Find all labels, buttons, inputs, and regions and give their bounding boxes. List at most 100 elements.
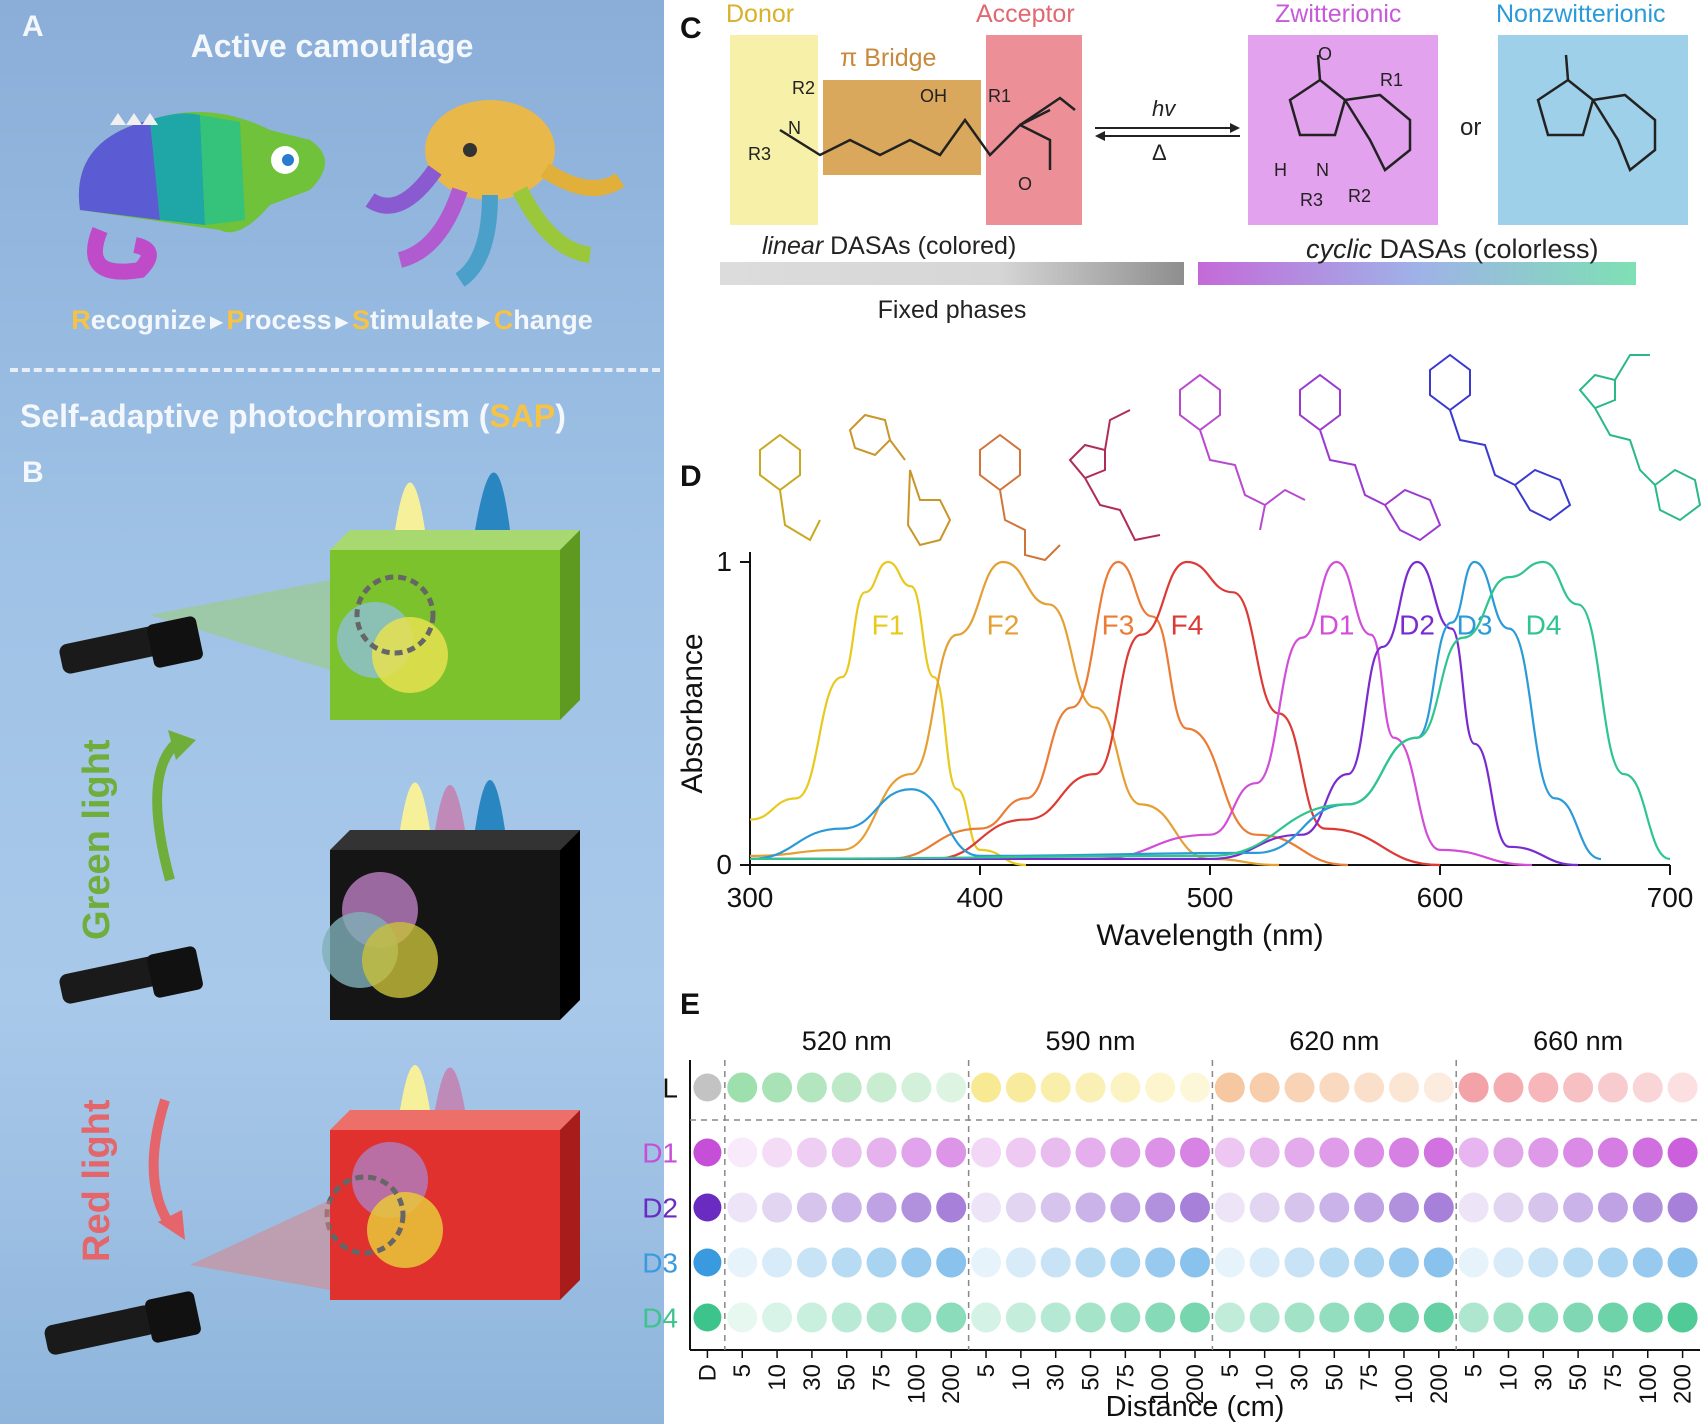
dot-cell	[1667, 1192, 1698, 1223]
x-tick-label: 30	[1530, 1364, 1557, 1391]
row-label-d1: D1	[642, 1138, 678, 1169]
dot-cell	[831, 1192, 862, 1223]
series-line-d2	[749, 560, 1579, 867]
dot-cell	[1423, 1192, 1454, 1223]
dot-cell	[1388, 1072, 1419, 1103]
dot-cell	[831, 1072, 862, 1103]
dot-cell	[796, 1072, 827, 1103]
x-axis-label: Distance (cm)	[1106, 1391, 1285, 1423]
atom-h: H	[1274, 160, 1287, 180]
dot-cell	[796, 1192, 827, 1223]
octopus-icon	[365, 100, 625, 287]
dot-cell	[971, 1302, 1002, 1333]
dot-cell	[1005, 1302, 1036, 1333]
dot-cell	[1354, 1192, 1385, 1223]
series-label-d4: D4	[1526, 610, 1562, 641]
dot-cell	[1354, 1302, 1385, 1333]
atom-r3: R3	[748, 144, 772, 164]
hv-label: hv	[1152, 96, 1176, 121]
dot-reference	[693, 1138, 722, 1167]
dot-cell	[1319, 1192, 1350, 1223]
x-tick-label: 200	[1670, 1364, 1697, 1404]
dot-reference	[693, 1073, 722, 1102]
dot-cell	[866, 1192, 897, 1223]
dot-cell	[1597, 1137, 1628, 1168]
step-recognize: Recognize	[71, 305, 207, 335]
dot-cell	[971, 1137, 1002, 1168]
dot-cell	[1284, 1302, 1315, 1333]
x-tick-label: 100	[1391, 1364, 1418, 1404]
dot-cell	[866, 1247, 897, 1278]
dot-cell	[1145, 1247, 1176, 1278]
dot-cell	[936, 1072, 967, 1103]
dot-cell	[1354, 1247, 1385, 1278]
dasa-reaction-scheme	[720, 35, 1688, 285]
x-tick-label: 100	[903, 1364, 930, 1404]
dot-cell	[936, 1302, 967, 1333]
atom-r2: R2	[792, 78, 816, 98]
dot-cell	[866, 1302, 897, 1333]
dot-cell	[1040, 1137, 1071, 1168]
acceptor-label: Acceptor	[976, 0, 1075, 28]
dot-cell	[1632, 1137, 1663, 1168]
y-axis-label: Absorbance	[676, 633, 709, 793]
x-tick-label: 200	[938, 1364, 965, 1404]
dot-cell	[1214, 1072, 1245, 1103]
dot-cell	[1110, 1072, 1141, 1103]
x-tick-label: 10	[1252, 1364, 1279, 1391]
fixed-phases-label: Fixed phases	[877, 295, 1027, 324]
molecule-d4-icon	[1578, 354, 1702, 522]
cyclic-dasa-caption: cyclic DASAs (colorless)	[1306, 234, 1599, 264]
x-tick-label: 500	[1187, 882, 1234, 913]
x-tick-label: 50	[1078, 1364, 1105, 1391]
dot-cell	[1319, 1302, 1350, 1333]
dot-cell	[971, 1247, 1002, 1278]
row-label-d3: D3	[642, 1248, 678, 1279]
panel-label-a: A	[22, 10, 44, 43]
x-tick-label: 200	[1182, 1364, 1209, 1404]
dot-cell	[1249, 1072, 1280, 1103]
dot-cell	[1249, 1247, 1280, 1278]
dot-cell	[1597, 1192, 1628, 1223]
dot-cell	[1180, 1302, 1210, 1333]
x-tick-label: D	[694, 1364, 721, 1381]
dot-cell	[1075, 1302, 1106, 1333]
dot-cell	[796, 1247, 827, 1278]
atom-o: O	[1018, 174, 1033, 194]
dot-cell	[1458, 1192, 1489, 1223]
atom-r1-cyclic: R1	[1380, 70, 1404, 90]
x-tick-label: 30	[799, 1364, 826, 1391]
dot-cell	[1563, 1137, 1594, 1168]
dot-cell	[1458, 1302, 1489, 1333]
dot-cell	[1354, 1072, 1385, 1103]
dot-cell	[1388, 1302, 1419, 1333]
panel-label-c: C	[680, 12, 702, 45]
chameleon-icon	[78, 112, 325, 280]
dot-cell	[1354, 1137, 1385, 1168]
molecule-d3-icon	[1429, 353, 1572, 522]
step-arrow-icon: ▶	[335, 313, 348, 331]
step-arrow-icon: ▶	[210, 313, 223, 331]
series-label-f3: F3	[1102, 610, 1135, 641]
dot-cell	[1145, 1302, 1176, 1333]
x-tick-label: 50	[1321, 1364, 1348, 1391]
dot-cell	[971, 1072, 1002, 1103]
molecule-f3-icon	[979, 433, 1061, 562]
dot-cell	[1597, 1302, 1628, 1333]
dot-cell	[727, 1072, 758, 1103]
dot-cell	[971, 1192, 1002, 1223]
dot-cell	[866, 1072, 897, 1103]
dot-cell	[1493, 1137, 1524, 1168]
dot-cell	[1284, 1072, 1315, 1103]
dot-cell	[1110, 1247, 1141, 1278]
dot-cell	[1458, 1247, 1489, 1278]
dot-cell	[1145, 1192, 1176, 1223]
sap-title: Self-adaptive photochromism (SAP)	[20, 398, 566, 434]
row-label-l: L	[662, 1073, 678, 1104]
zwitterionic-structure	[1288, 54, 1412, 172]
dot-cell	[1180, 1247, 1210, 1278]
negative-phases-label: Negative photochromic phases	[1245, 295, 1589, 324]
atom-r1: R1	[988, 86, 1012, 106]
linear-dasa-caption: linear DASAs (colored)	[762, 232, 1017, 260]
atom-o-cyclic: O	[1318, 44, 1333, 64]
